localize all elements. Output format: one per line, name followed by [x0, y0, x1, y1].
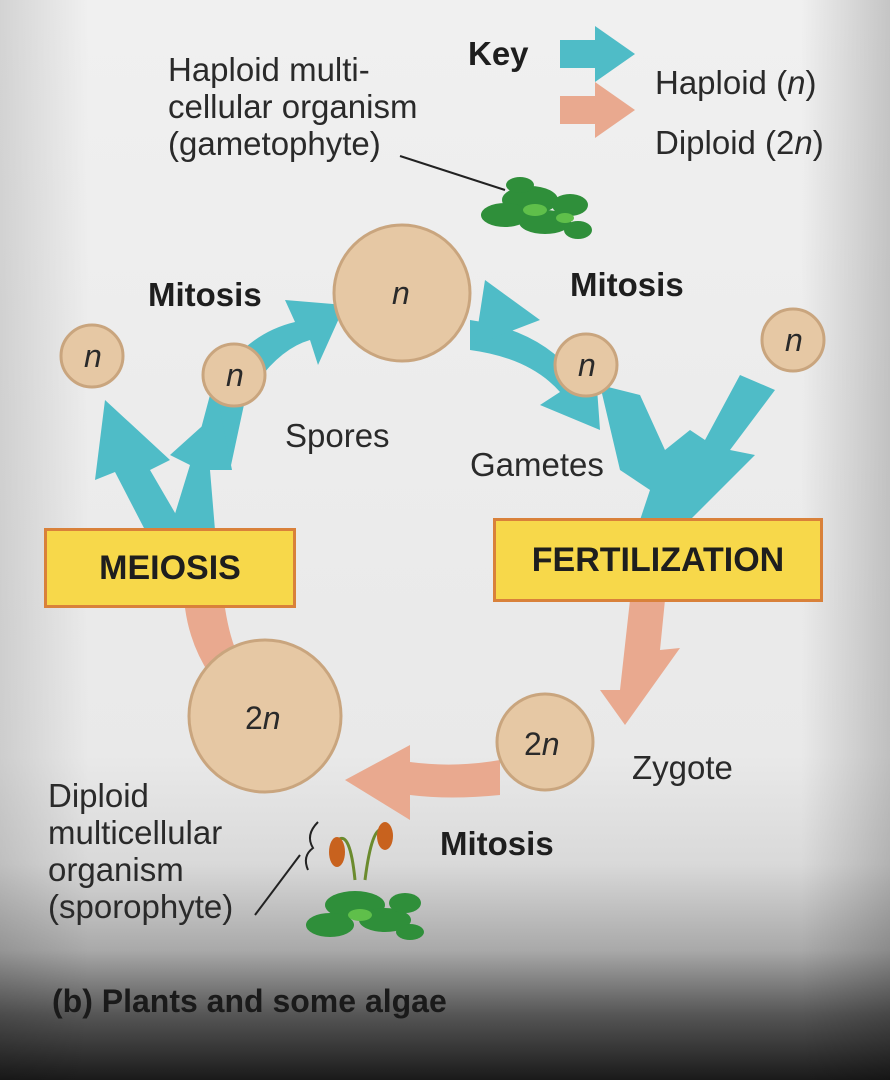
meiosis-box: MEIOSIS — [44, 528, 296, 608]
sporophyte-bracket — [304, 821, 319, 871]
zygote-2n-text: 2n — [524, 726, 560, 762]
gametophyte-cell-label: n — [392, 275, 410, 311]
gamete-cell-right — [760, 307, 826, 373]
sporophyte-plant-icon — [306, 822, 424, 940]
key-title: Key — [468, 35, 529, 72]
gametophyte-pointer-line — [399, 155, 506, 191]
sporophyte-2n-text: 2n — [245, 700, 281, 736]
gamete-left-cell-label: n — [578, 347, 596, 383]
figure-caption: (b) Plants and some algae — [52, 983, 447, 1019]
sporophyte-label: Diploid multicellular organism (sporophy… — [48, 777, 234, 925]
gametes-label: Gametes — [470, 446, 604, 483]
key-haploid-suffix: ) — [805, 63, 817, 101]
spores-label: Spores — [285, 417, 390, 454]
arrow-fertilization-to-zygote — [600, 600, 680, 725]
key-diploid-symbol: n — [794, 123, 813, 161]
arrow-meiosis-to-spore-right — [170, 410, 232, 530]
gametophyte-label: Haploid multi- cellular organism (gameto… — [168, 51, 418, 162]
arrow-gamete-right-to-fertilization — [690, 375, 775, 520]
arrow-meiosis-to-spore-left — [95, 400, 185, 530]
spore-cell-left — [59, 323, 125, 389]
spore-right-cell-label: n — [226, 357, 244, 393]
spore-left-cell-label: n — [84, 338, 102, 374]
zygote-label: Zygote — [632, 749, 733, 786]
key-diploid-prefix: Diploid (2 — [655, 123, 795, 161]
gametophyte-cell — [332, 223, 472, 363]
spore-cell-right — [201, 342, 267, 408]
key-diploid-arrow — [560, 82, 635, 138]
fertilization-label: FERTILIZATION — [531, 540, 785, 579]
mitosis-bottom-label: Mitosis — [440, 825, 554, 862]
arrow-gamete-left-to-fertilization — [600, 385, 690, 520]
key-diploid-suffix: ) — [812, 123, 824, 161]
key-haploid-symbol: n — [787, 63, 806, 101]
key-diploid-label: Diploid (2n) — [655, 88, 824, 162]
key-haploid-label: Haploid (n) — [655, 28, 816, 102]
arrow-mitosis-gametophyte-to-gametes — [470, 320, 600, 430]
key-haploid-prefix: Haploid ( — [655, 63, 788, 101]
arrow-gametophyte-head — [475, 280, 540, 345]
mitosis-top-left-label: Mitosis — [148, 276, 262, 313]
gamete-cell-left — [553, 332, 619, 398]
key-haploid-arrow — [560, 26, 635, 82]
zygote-cell-label: 2n — [524, 726, 560, 763]
arrow-zygote-to-sporophyte — [345, 745, 500, 820]
sporophyte-cell — [187, 638, 343, 794]
sporophyte-cell-label: 2n — [245, 700, 281, 737]
sporophyte-pointer-line — [254, 854, 301, 916]
meiosis-label: MEIOSIS — [99, 548, 241, 587]
gamete-right-cell-label: n — [785, 322, 803, 358]
zygote-cell — [495, 692, 595, 792]
mitosis-top-right-label: Mitosis — [570, 266, 684, 303]
gametophyte-plant-icon — [481, 177, 592, 239]
arrow-mitosis-spore-to-gametophyte — [190, 300, 345, 470]
fertilization-box: FERTILIZATION — [493, 518, 823, 602]
